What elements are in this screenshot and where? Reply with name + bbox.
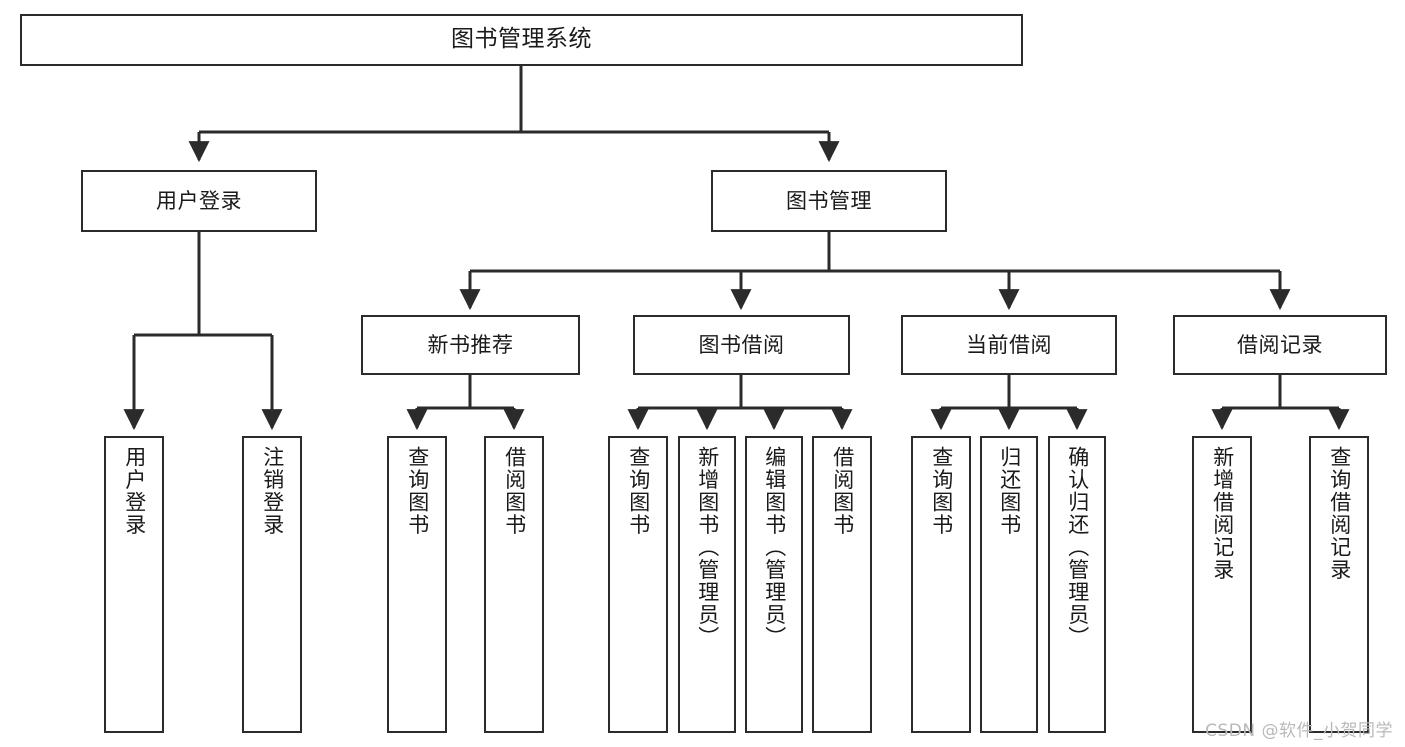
node-leaf-user-login[interactable]: 用户登录: [104, 436, 164, 733]
node-leaf-return-book-label: 归还图书: [997, 446, 1022, 536]
node-book-borrow[interactable]: 图书借阅: [633, 315, 850, 375]
node-leaf-query-book-recommend-label: 查询图书: [405, 446, 430, 536]
node-leaf-logout-label: 注销登录: [260, 446, 285, 536]
node-leaf-edit-book[interactable]: 编辑图书（管理员）: [745, 436, 803, 733]
node-leaf-add-book[interactable]: 新增图书（管理员）: [678, 436, 736, 733]
node-book-borrow-label: 图书借阅: [698, 332, 785, 357]
node-leaf-return-book[interactable]: 归还图书: [980, 436, 1038, 733]
node-book-management-label: 图书管理: [786, 188, 872, 213]
node-leaf-add-borrow-record[interactable]: 新增借阅记录: [1192, 436, 1252, 733]
node-leaf-edit-book-label: 编辑图书（管理员）: [762, 446, 787, 649]
node-new-book-recommend[interactable]: 新书推荐: [361, 315, 580, 375]
node-leaf-user-login-label: 用户登录: [122, 446, 147, 536]
node-leaf-query-book-current-label: 查询图书: [929, 446, 954, 536]
node-leaf-confirm-return-label: 确认归还（管理员）: [1065, 446, 1090, 649]
node-leaf-logout[interactable]: 注销登录: [242, 436, 302, 733]
node-leaf-add-borrow-record-label: 新增借阅记录: [1210, 446, 1235, 581]
node-root-label: 图书管理系统: [451, 26, 592, 53]
node-current-borrow[interactable]: 当前借阅: [901, 315, 1117, 375]
node-current-borrow-label: 当前借阅: [966, 332, 1052, 357]
node-leaf-query-book-borrow[interactable]: 查询图书: [608, 436, 668, 733]
node-leaf-confirm-return[interactable]: 确认归还（管理员）: [1048, 436, 1106, 733]
node-new-book-recommend-label: 新书推荐: [427, 332, 514, 357]
node-leaf-query-book-borrow-label: 查询图书: [626, 446, 651, 536]
node-leaf-query-borrow-record-label: 查询借阅记录: [1327, 446, 1352, 581]
node-leaf-query-borrow-record[interactable]: 查询借阅记录: [1309, 436, 1369, 733]
node-leaf-add-book-label: 新增图书（管理员）: [695, 446, 720, 649]
node-book-management[interactable]: 图书管理: [711, 170, 947, 232]
node-root[interactable]: 图书管理系统: [20, 14, 1023, 66]
node-leaf-borrow-book[interactable]: 借阅图书: [812, 436, 872, 733]
node-leaf-query-book-current[interactable]: 查询图书: [911, 436, 971, 733]
node-leaf-borrow-book-recommend[interactable]: 借阅图书: [484, 436, 544, 733]
node-leaf-query-book-recommend[interactable]: 查询图书: [387, 436, 447, 733]
node-borrow-record[interactable]: 借阅记录: [1173, 315, 1387, 375]
node-borrow-record-label: 借阅记录: [1237, 332, 1323, 357]
node-user-login[interactable]: 用户登录: [81, 170, 317, 232]
node-leaf-borrow-book-label: 借阅图书: [830, 446, 855, 536]
node-leaf-borrow-book-recommend-label: 借阅图书: [502, 446, 527, 536]
watermark: CSDN @软件_小贺同学: [1205, 721, 1393, 741]
node-user-login-label: 用户登录: [156, 188, 242, 213]
